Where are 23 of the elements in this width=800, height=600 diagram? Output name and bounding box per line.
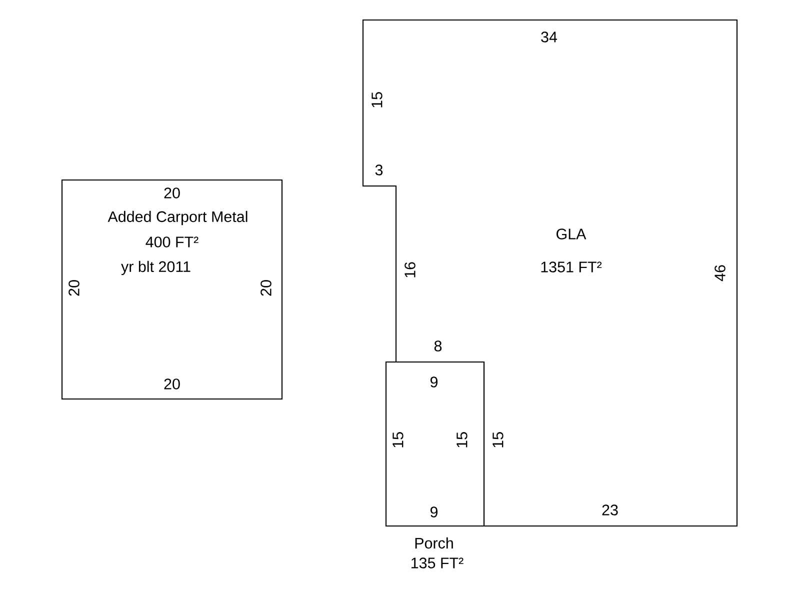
area-label: GLA — [556, 228, 586, 240]
area-label: 400 FT² — [146, 236, 198, 248]
dimension-label: 15 — [456, 432, 468, 448]
dimension-label: 9 — [430, 376, 438, 388]
dimension-label: 23 — [602, 504, 618, 516]
dimension-label: 16 — [404, 262, 416, 278]
dimension-label: 46 — [714, 265, 726, 282]
dimension-label: 20 — [260, 280, 272, 296]
dimension-label: 9 — [430, 506, 438, 518]
dimension-label: 15 — [492, 432, 504, 448]
dimension-label: 20 — [68, 280, 80, 296]
dimension-label: 3 — [375, 164, 383, 176]
area-label: 1351 FT² — [541, 262, 602, 272]
area-label: Added Carport Metal — [108, 210, 248, 226]
dimension-label: 34 — [541, 32, 558, 42]
area-label: Porch — [415, 537, 453, 549]
dimension-label: 20 — [164, 188, 180, 198]
dimension-label: 20 — [164, 378, 180, 390]
dimension-label: 15 — [372, 92, 382, 108]
dimension-label: 8 — [434, 340, 442, 352]
area-label: yr blt 2011 — [121, 260, 190, 276]
dimension-label: 15 — [392, 432, 404, 448]
area-label: 135 FT² — [412, 558, 464, 568]
